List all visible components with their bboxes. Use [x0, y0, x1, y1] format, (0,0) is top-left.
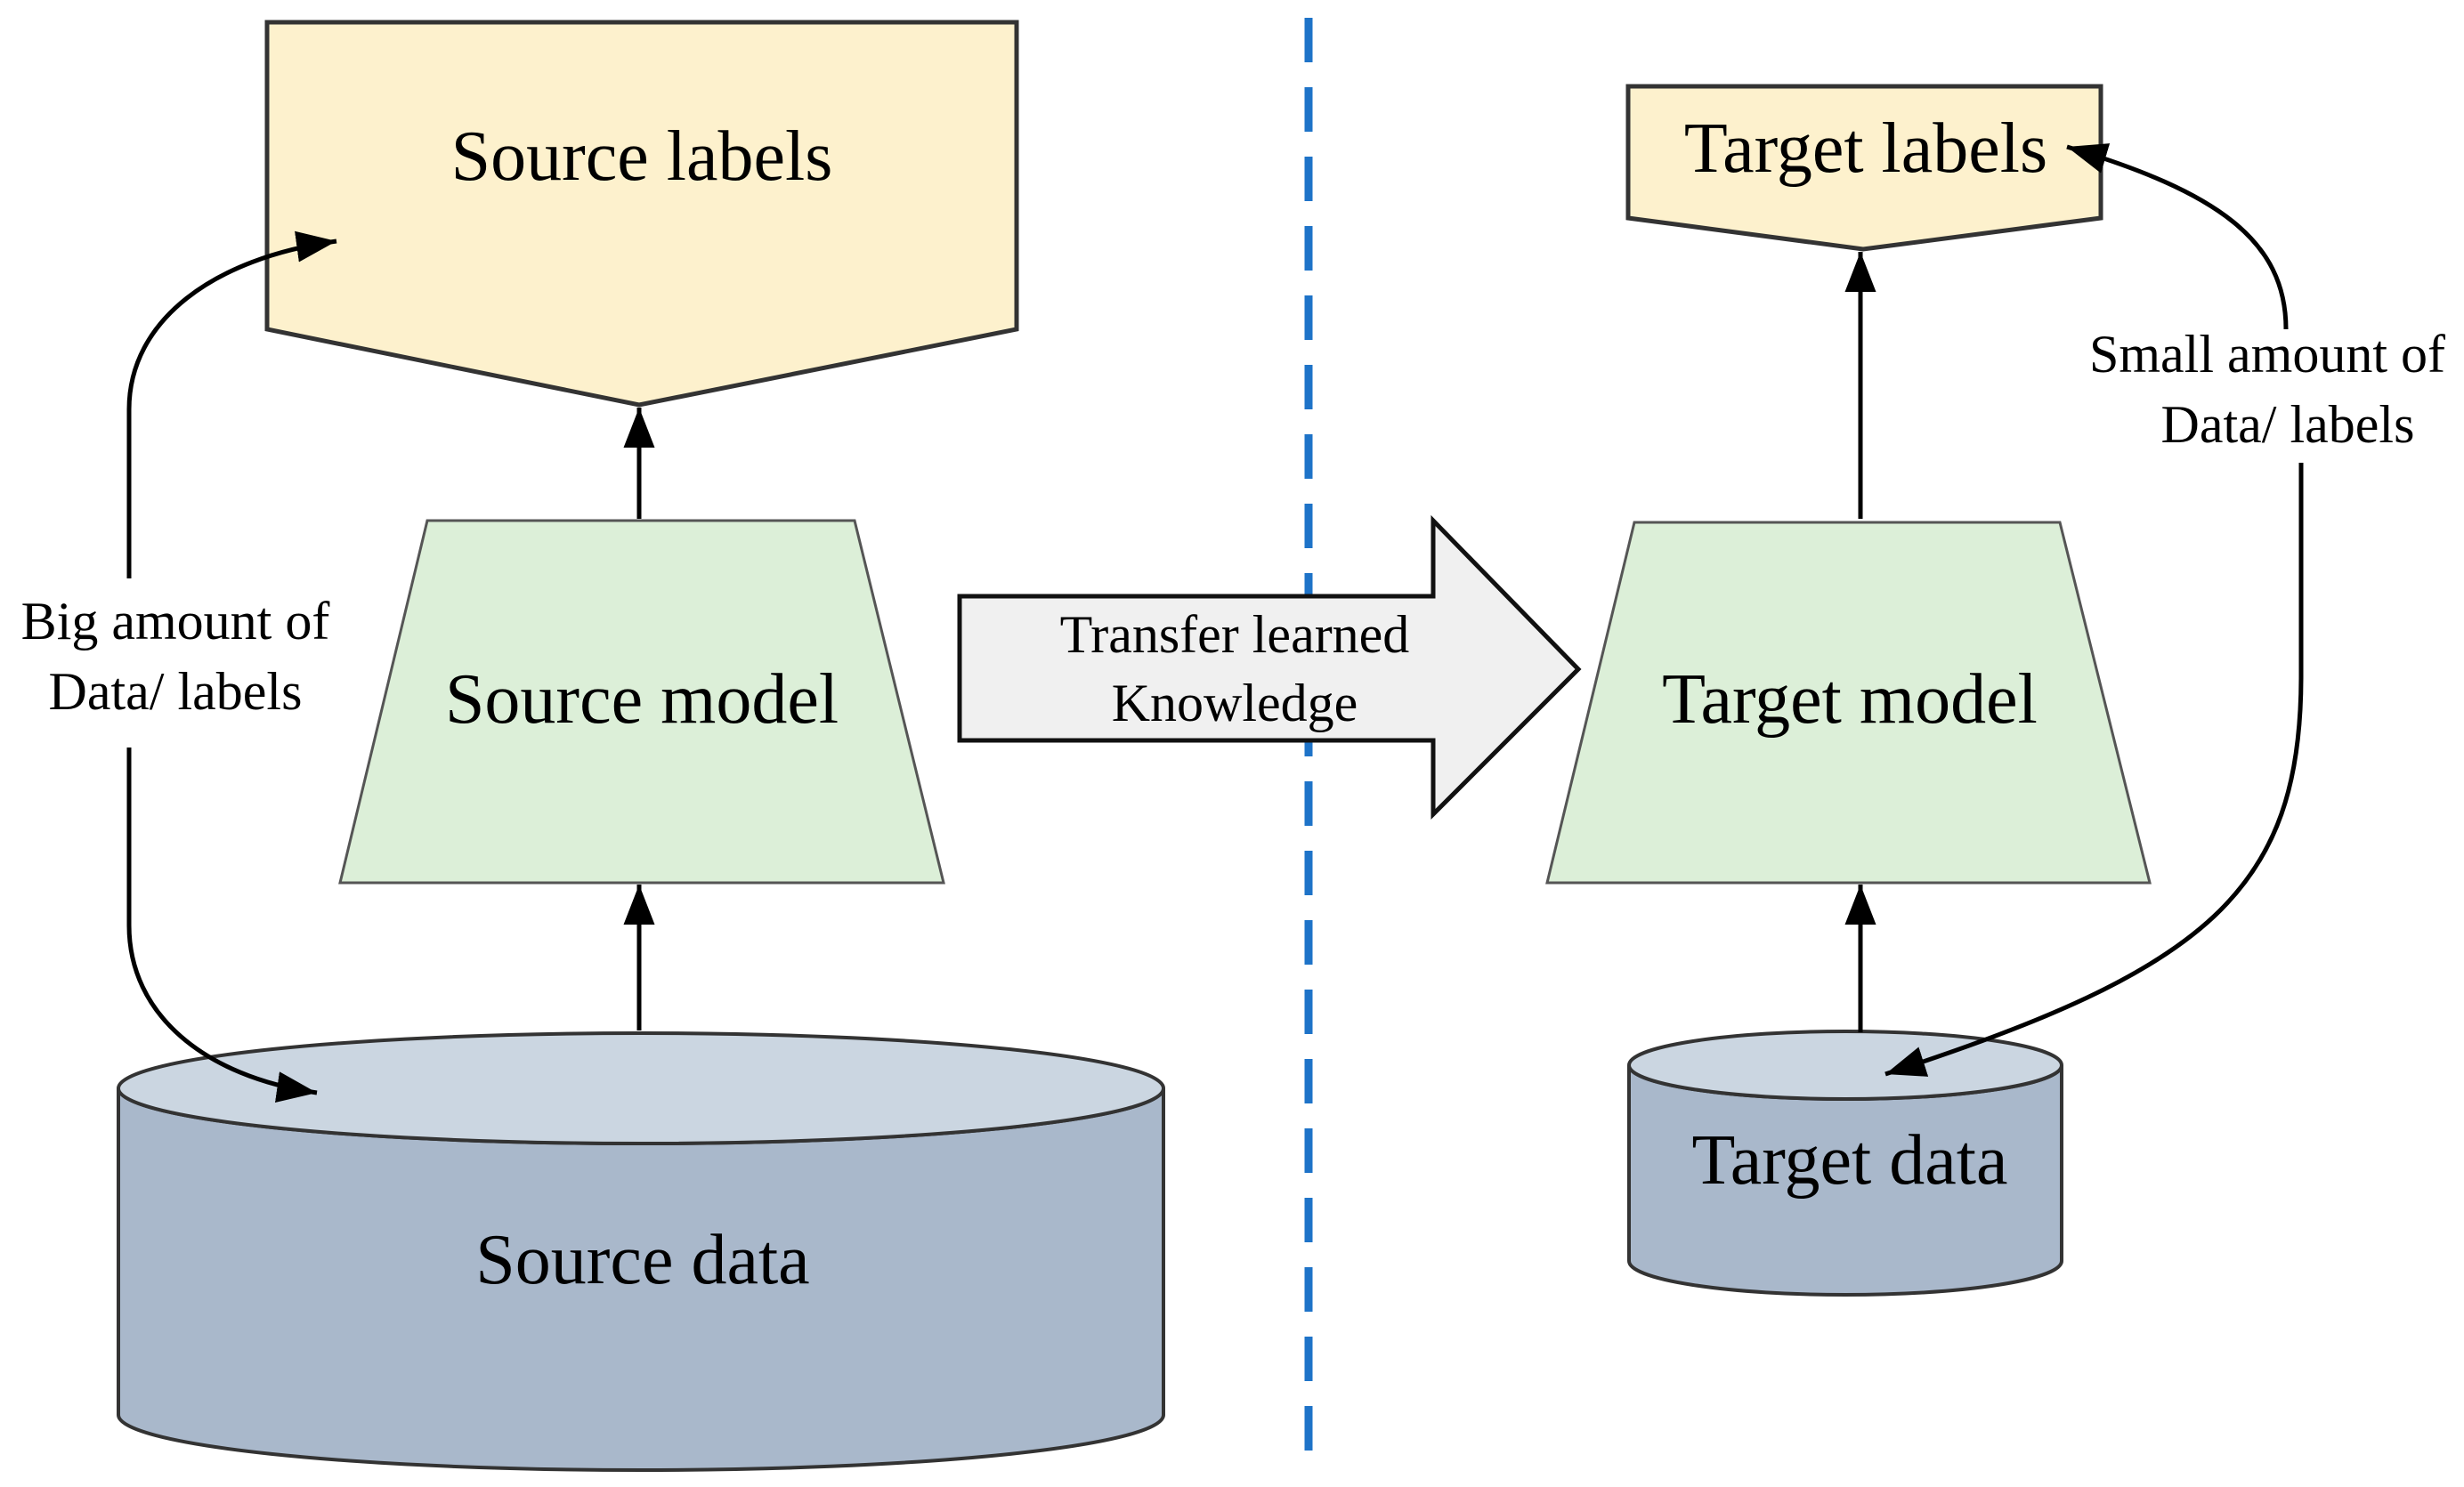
target-annotation-arrow-lower [1884, 463, 2304, 1077]
target-data-node: Target data [1627, 1030, 2063, 1297]
target-data-cylinder-top [1627, 1030, 2063, 1101]
transfer-arrow-shape [957, 514, 1582, 820]
target-labels-text: Target labels [1684, 109, 2047, 188]
target-annotation-line1: Small amount of [2089, 325, 2445, 384]
source-data-text: Source data [475, 1221, 809, 1299]
source-annotation-arrow [126, 230, 337, 578]
target-annotation-arrow-upper [2066, 143, 2289, 330]
target-data-text: Target data [1692, 1121, 2008, 1200]
source-annotation-line2: Data/ labels [49, 662, 303, 721]
source-labels-text: Source labels [451, 117, 833, 196]
target-annotation-line2: Data/ labels [2161, 395, 2415, 454]
target-annotation: Small amount of Data/ labels [2089, 325, 2445, 454]
target-model-shape [1545, 521, 2152, 885]
source-model-node: Source model [338, 519, 945, 885]
transfer-text-line1: Transfer learned [1060, 605, 1410, 664]
target-labels-shape [1625, 84, 2103, 252]
target-model-node: Target model [1545, 521, 2152, 885]
target-model-text: Target model [1662, 660, 2038, 739]
source-data-node: Source data [117, 1031, 1165, 1472]
source-labels-node: Source labels [264, 20, 1019, 408]
source-annotation: Big amount of Data/ labels [21, 592, 330, 721]
source-data-cylinder-top [117, 1031, 1165, 1145]
source-annotation-line1: Big amount of [21, 592, 330, 651]
target-labels-node: Target labels [1625, 84, 2103, 252]
source-labels-shape [264, 20, 1019, 408]
source-model-text: Source model [445, 660, 839, 739]
source-model-shape [338, 519, 945, 885]
transfer-text-line2: Knowledge [1112, 674, 1358, 732]
transfer-knowledge-arrow: Transfer learned Knowledge [957, 514, 1582, 820]
source-annotation-arrow-lower [126, 748, 318, 1103]
